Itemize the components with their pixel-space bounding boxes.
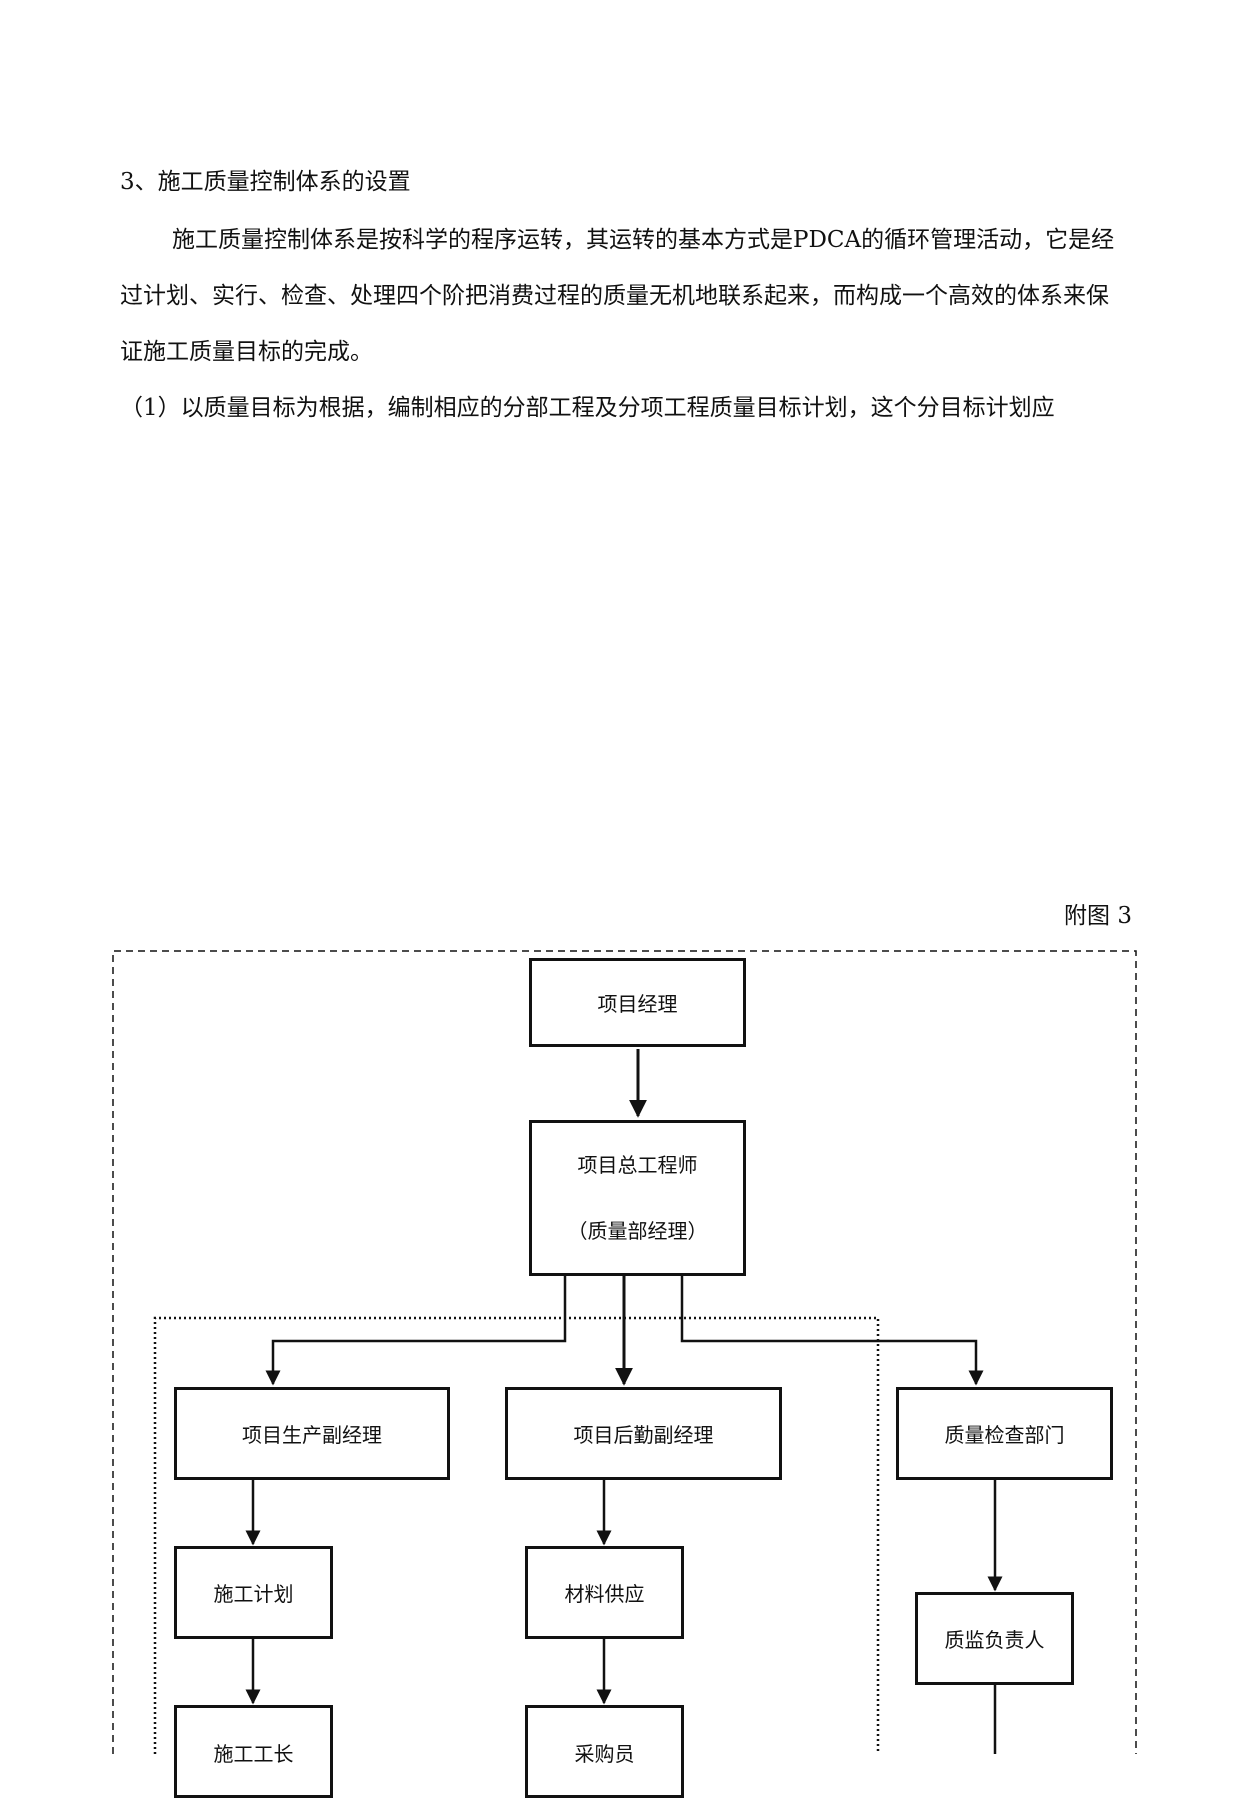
section-paragraph: 施工质量控制体系是按科学的程序运转，其运转的基本方式是PDCA的循环管理活动，它… bbox=[120, 227, 1115, 365]
node-production-vice-manager: 项目生产副经理 bbox=[174, 1387, 450, 1480]
node-construction-plan-label: 施工计划 bbox=[213, 1582, 294, 1606]
node-material-supply-label: 材料供应 bbox=[564, 1582, 645, 1606]
outer-dashed-frame bbox=[112, 950, 1137, 1754]
inner-dotted-frame bbox=[153, 1316, 880, 1754]
node-logistics-vice-manager-label: 项目后勤副经理 bbox=[573, 1423, 714, 1447]
connector-chief-to-quality bbox=[680, 1276, 984, 1386]
node-material-supply: 材料供应 bbox=[525, 1546, 684, 1639]
node-purchaser-label: 采购员 bbox=[574, 1742, 635, 1766]
node-foreman-label: 施工工长 bbox=[213, 1742, 294, 1766]
section-heading: 3、施工质量控制体系的设置 bbox=[120, 169, 411, 195]
org-chart-connectors bbox=[112, 950, 1137, 1754]
node-construction-plan: 施工计划 bbox=[174, 1546, 333, 1639]
connector-chief-to-production bbox=[265, 1276, 567, 1386]
node-chief-engineer: 项目总工程师 （质量部经理） bbox=[529, 1120, 746, 1276]
node-project-manager-label: 项目经理 bbox=[597, 992, 678, 1016]
node-quality-inspection-dept: 质量检查部门 bbox=[896, 1387, 1113, 1480]
list-item-1: （1）以质量目标为根据，编制相应的分部工程及分项工程质量目标计划，这个分目标计划… bbox=[120, 395, 1055, 421]
figure-caption: 附图 3 bbox=[1064, 903, 1132, 929]
node-production-vice-manager-label: 项目生产副经理 bbox=[242, 1423, 382, 1447]
node-logistics-vice-manager: 项目后勤副经理 bbox=[505, 1387, 782, 1480]
node-quality-supervisor-label: 质监负责人 bbox=[944, 1628, 1045, 1652]
node-purchaser: 采购员 bbox=[525, 1705, 684, 1798]
node-quality-supervisor: 质监负责人 bbox=[915, 1592, 1074, 1685]
node-foreman: 施工工长 bbox=[174, 1705, 333, 1798]
node-chief-engineer-sublabel: （质量部经理） bbox=[567, 1219, 708, 1243]
node-project-manager: 项目经理 bbox=[529, 958, 746, 1047]
node-quality-inspection-dept-label: 质量检查部门 bbox=[944, 1423, 1065, 1447]
node-chief-engineer-label: 项目总工程师 bbox=[577, 1153, 698, 1177]
